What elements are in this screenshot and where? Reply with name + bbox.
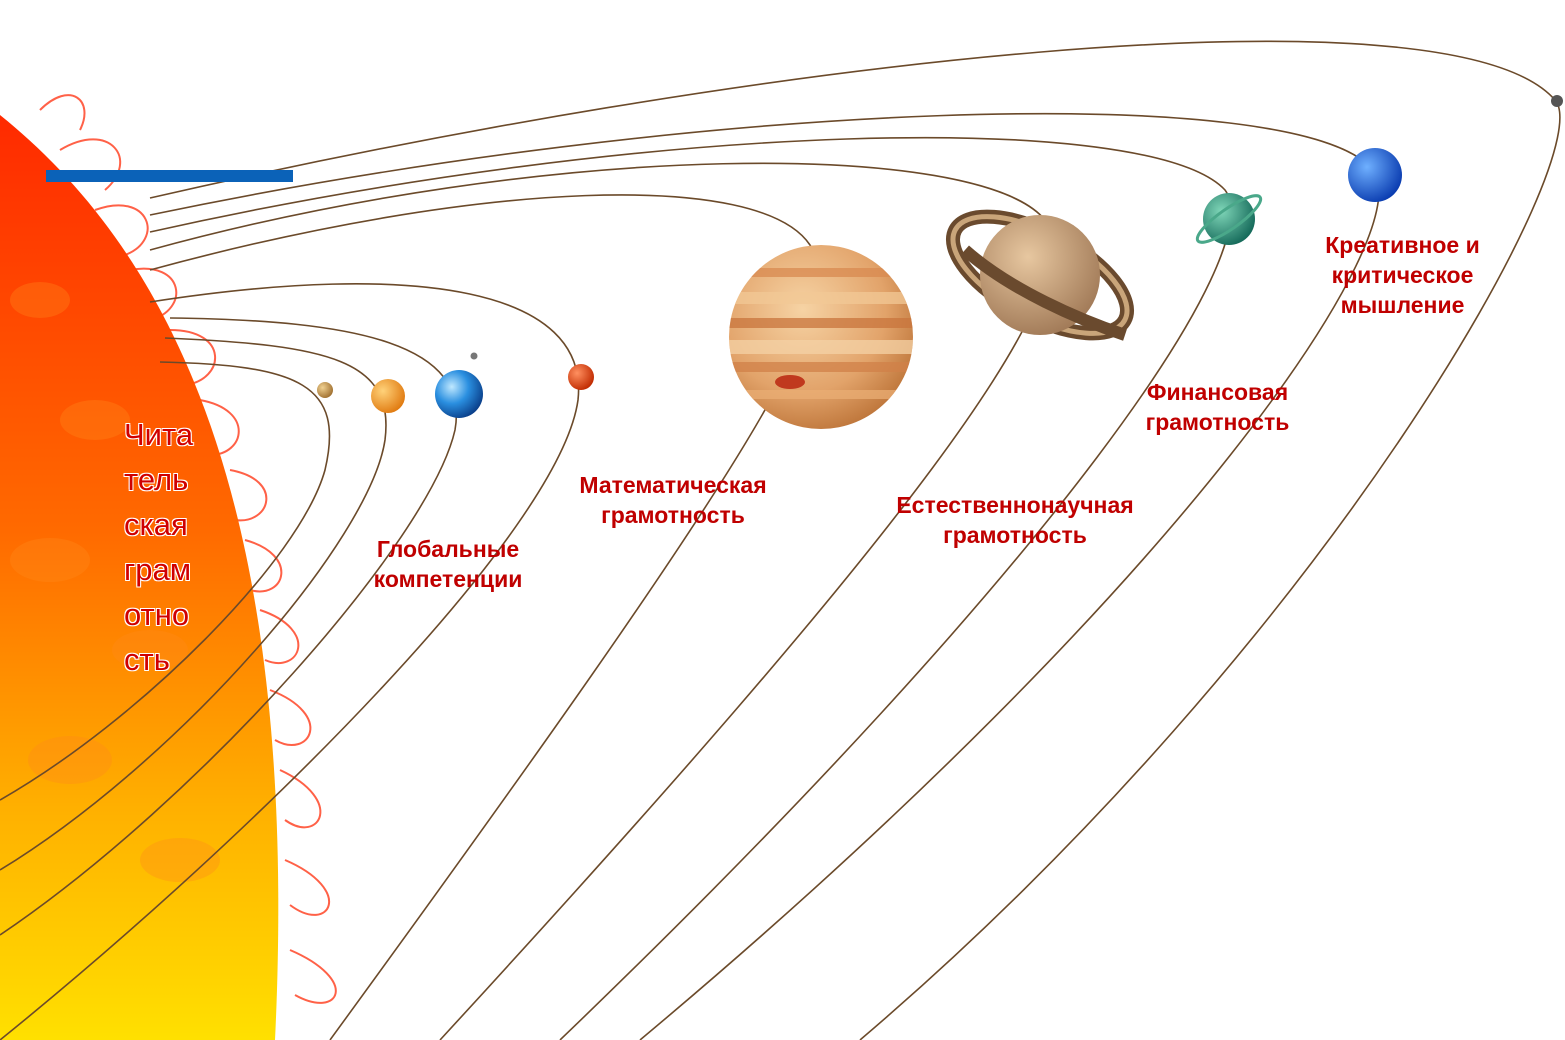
label-financial-literacy: Финансовая грамотность (1110, 377, 1325, 437)
orbit-earth (0, 317, 458, 936)
label-line: Естественнонаучная (896, 492, 1134, 518)
accent-bar (46, 170, 293, 182)
label-math-literacy: Математическая грамотность (548, 470, 798, 530)
label-line: Математическая (579, 472, 767, 498)
sun-label-line: сть (124, 642, 170, 677)
sun-label-reading-literacy: Чита тель ская грам отно сть (124, 412, 193, 682)
planet-mercury (317, 382, 333, 398)
orbit-uranus (149, 136, 1232, 1040)
planet-jupiter (729, 245, 913, 429)
label-line: грамотность (1145, 409, 1290, 435)
sun-label-line: ская (124, 507, 188, 542)
orbit-pluto (149, 40, 1561, 1040)
label-line: критическое (1331, 262, 1474, 288)
orbit-saturn (149, 162, 1053, 1040)
planet-venus (371, 379, 405, 413)
label-line: Креативное и (1325, 232, 1480, 258)
sun-label-line: Чита (124, 417, 194, 452)
planet-saturn (945, 209, 1135, 341)
planet-mars (568, 364, 594, 390)
planet-uranus (1195, 193, 1263, 245)
label-science-literacy: Естественнонаучная грамотность (855, 490, 1175, 550)
moon (470, 352, 478, 360)
label-creative-critical-thinking: Креативное и критическое мышление (1295, 230, 1510, 320)
sun (0, 115, 279, 1040)
label-line: компетенции (373, 566, 523, 592)
label-line: грамотность (943, 522, 1087, 548)
planet-pluto (1551, 95, 1563, 107)
orbit-neptune (149, 112, 1380, 1040)
label-line: Глобальные (376, 536, 520, 562)
planet-earth (435, 370, 483, 418)
orbit-venus (0, 337, 387, 871)
orbit-mercury (0, 361, 331, 801)
orbit-mars (0, 283, 580, 1040)
sun-corona (39, 94, 337, 1004)
sun-label-line: грам (124, 552, 192, 587)
label-line: Финансовая (1146, 379, 1289, 405)
label-line: мышление (1340, 292, 1465, 318)
label-line: грамотность (601, 502, 745, 528)
sun-label-line: отно (124, 597, 190, 632)
label-global-competencies: Глобальные компетенции (348, 534, 548, 594)
planet-neptune (1348, 148, 1402, 202)
sun-texture (10, 282, 220, 882)
sun-label-line: тель (124, 462, 189, 497)
